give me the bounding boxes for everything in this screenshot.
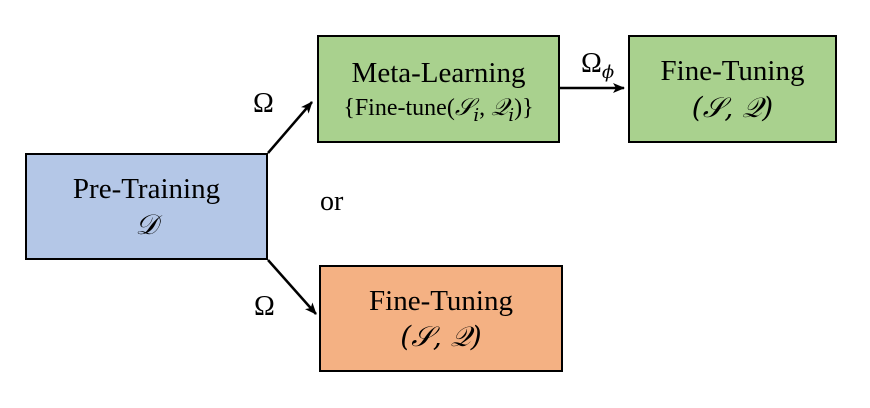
- metalearning-subtitle: {Fine-tune(𝒮i, 𝒬i)}: [343, 92, 534, 126]
- metalearning-sub-open: {Fine-tune(: [343, 94, 455, 121]
- or-label: or: [320, 186, 344, 217]
- metalearning-sub-index-2: i: [508, 104, 515, 126]
- edge-pretraining-to-metalearning: [267, 101, 313, 154]
- metalearning-title: Meta-Learning: [351, 57, 526, 90]
- metalearning-sub-sep: ,: [479, 94, 492, 121]
- finetuning-node-after-meta: Fine-Tuning (𝒮, 𝒬): [628, 35, 837, 143]
- metalearning-sub-index-1: i: [473, 104, 480, 126]
- finetuning-after-meta-sets: (𝒮, 𝒬): [691, 90, 774, 124]
- metalearning-sub-support: 𝒮: [454, 92, 474, 121]
- metalearning-sub-close: )}: [514, 94, 534, 121]
- edge-label-omega-phi: Ωϕ: [581, 48, 615, 83]
- edge-label-omega-bottom: Ω: [254, 291, 275, 322]
- omega-phi-base: Ω: [581, 48, 602, 79]
- metalearning-node: Meta-Learning {Fine-tune(𝒮i, 𝒬i)}: [317, 35, 560, 143]
- omega-phi-subscript: ϕ: [601, 62, 615, 83]
- pretraining-node: Pre-Training 𝒟: [25, 153, 268, 260]
- edge-label-omega-top: Ω: [253, 88, 274, 119]
- metalearning-sub-query: 𝒬: [491, 92, 509, 121]
- pretraining-dataset: 𝒟: [135, 208, 158, 242]
- edge-pretraining-to-finetuning: [267, 259, 317, 315]
- finetuning-node-direct: Fine-Tuning (𝒮, 𝒬): [319, 265, 563, 372]
- finetuning-direct-title: Fine-Tuning: [369, 284, 513, 317]
- finetuning-direct-sets: (𝒮, 𝒬): [400, 320, 482, 354]
- pretraining-title: Pre-Training: [72, 172, 221, 205]
- finetuning-after-meta-title: Fine-Tuning: [660, 55, 805, 88]
